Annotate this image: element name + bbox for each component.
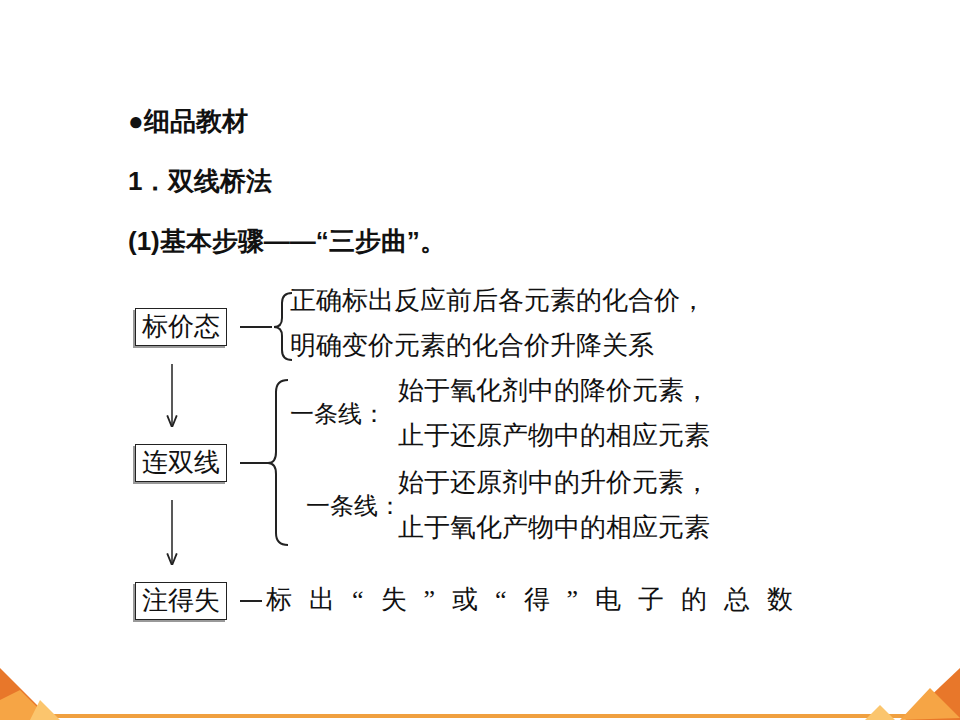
brace-text: 正确标出反应前后各元素的化合价，	[290, 285, 706, 316]
step-label: 注得失	[142, 584, 220, 618]
corner-triangle	[30, 700, 60, 720]
step-box: 注得失	[135, 582, 227, 620]
brace-text: 止于还原产物中的相应元素	[398, 420, 710, 451]
corner-triangle	[900, 688, 960, 720]
brace-text: 始于还原剂中的升价元素，	[398, 467, 710, 498]
step-note: 标出“失”或“得”电子的总数	[266, 584, 810, 615]
section-heading: ●细品教材	[128, 106, 248, 137]
subheading: 1．双线桥法	[128, 166, 272, 197]
bottom-bar	[0, 714, 960, 718]
line-label: 一条线：	[306, 492, 402, 521]
step-label: 标价态	[142, 310, 220, 344]
corner-triangle	[865, 705, 895, 720]
dash-line	[240, 326, 272, 328]
step-box: 标价态	[135, 308, 227, 346]
step-label: 连双线	[142, 446, 220, 480]
brace-text: 始于氧化剂中的降价元素，	[398, 375, 710, 406]
step-box: 连双线	[135, 444, 227, 482]
brace	[268, 380, 288, 545]
brace-text: 明确变价元素的化合价升降关系	[290, 330, 654, 361]
line-label: 一条线：	[290, 400, 386, 429]
flow-arrow	[171, 364, 173, 426]
dash-line	[240, 600, 262, 602]
brace-text: 止于氧化产物中的相应元素	[398, 512, 710, 543]
step-heading: (1)基本步骤——“三步曲”。	[128, 226, 446, 257]
dash-line	[240, 462, 268, 464]
flow-arrow	[171, 500, 173, 564]
brace	[274, 293, 292, 360]
